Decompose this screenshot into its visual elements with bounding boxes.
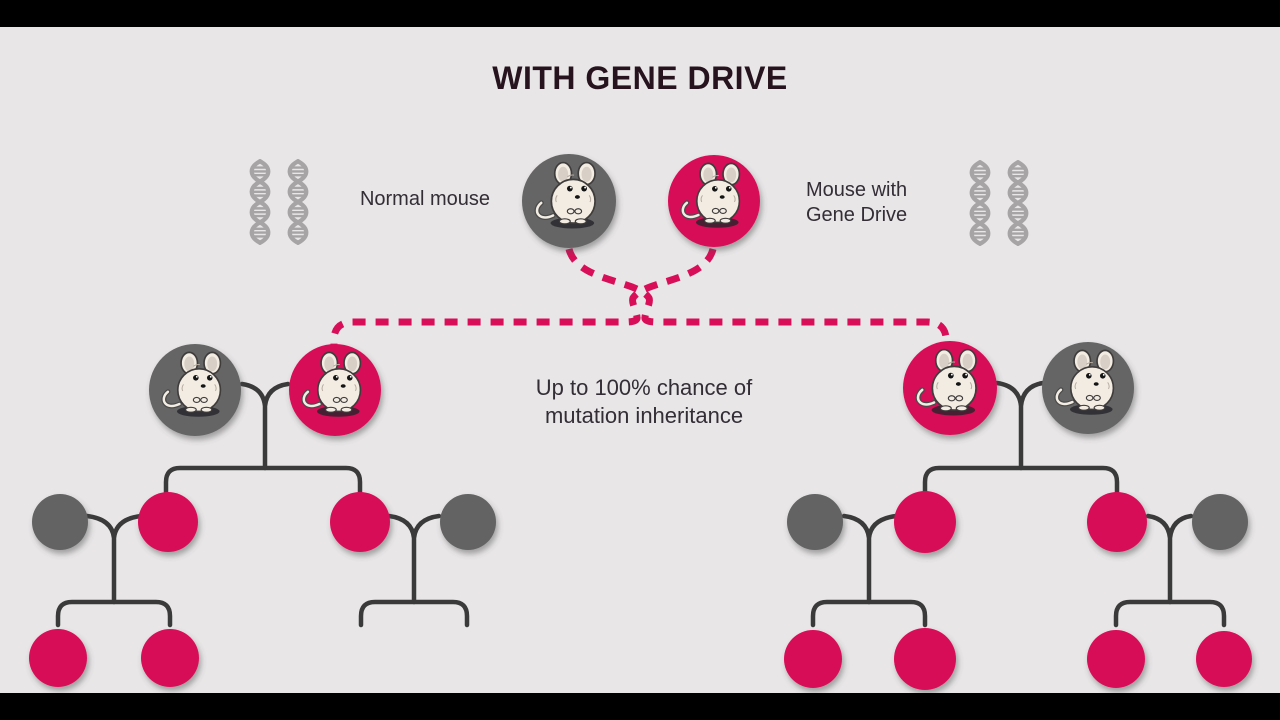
left-tree-mate-normal-1 (32, 494, 88, 550)
left-tree-parent-normal (149, 344, 241, 436)
normal-mouse-label: Normal mouse (359, 188, 490, 210)
dashed-inheritance-line-right-parent (330, 247, 717, 348)
right-tree-child-gene-drive-1 (894, 491, 956, 553)
right-tree-parent-gene-drive (903, 341, 997, 435)
dna-helix-normal-icon (252, 161, 269, 243)
letterbox-top (0, 0, 1280, 27)
left-tree-child-gene-drive-1 (138, 492, 198, 552)
right-tree-grandchild-gene-drive-2 (894, 628, 956, 690)
left-tree-mate-normal-2 (440, 494, 496, 550)
dna-helix-gene-drive-icon (972, 162, 989, 244)
left-tree-child-gene-drive-2 (330, 492, 390, 552)
right-tree-grandchild-gene-drive-1 (784, 630, 842, 688)
right-tree-mate-normal-1 (787, 494, 843, 550)
top-normal-mouse (522, 154, 616, 248)
right-tree-mate-normal-2 (1192, 494, 1248, 550)
right-family-tree-lines (810, 380, 1227, 628)
gene-drive-mouse-label-line1: Mouse with (806, 179, 908, 201)
right-tree-grandchild-gene-drive-4 (1196, 631, 1252, 687)
dashed-inheritance-line-left-parent (565, 247, 950, 348)
left-tree-grandchild-gene-drive-1 (29, 629, 87, 687)
left-tree-grandchild-gene-drive-2 (141, 629, 199, 687)
top-gene-drive-mouse (668, 155, 760, 247)
inheritance-caption: Up to 100% chance of mutation inheritanc… (535, 375, 753, 428)
right-tree-grandchild-gene-drive-3 (1087, 630, 1145, 688)
right-tree-child-gene-drive-2 (1087, 492, 1147, 552)
left-family-tree-lines (55, 381, 470, 628)
dna-helix-normal-icon (1010, 162, 1027, 244)
left-tree-parent-gene-drive (289, 344, 381, 436)
right-tree-parent-normal (1042, 342, 1134, 434)
page-title: WITH GENE DRIVE (492, 60, 788, 96)
letterbox-bottom (0, 693, 1280, 720)
gene-drive-mouse-label-line2: Gene Drive (806, 204, 908, 226)
